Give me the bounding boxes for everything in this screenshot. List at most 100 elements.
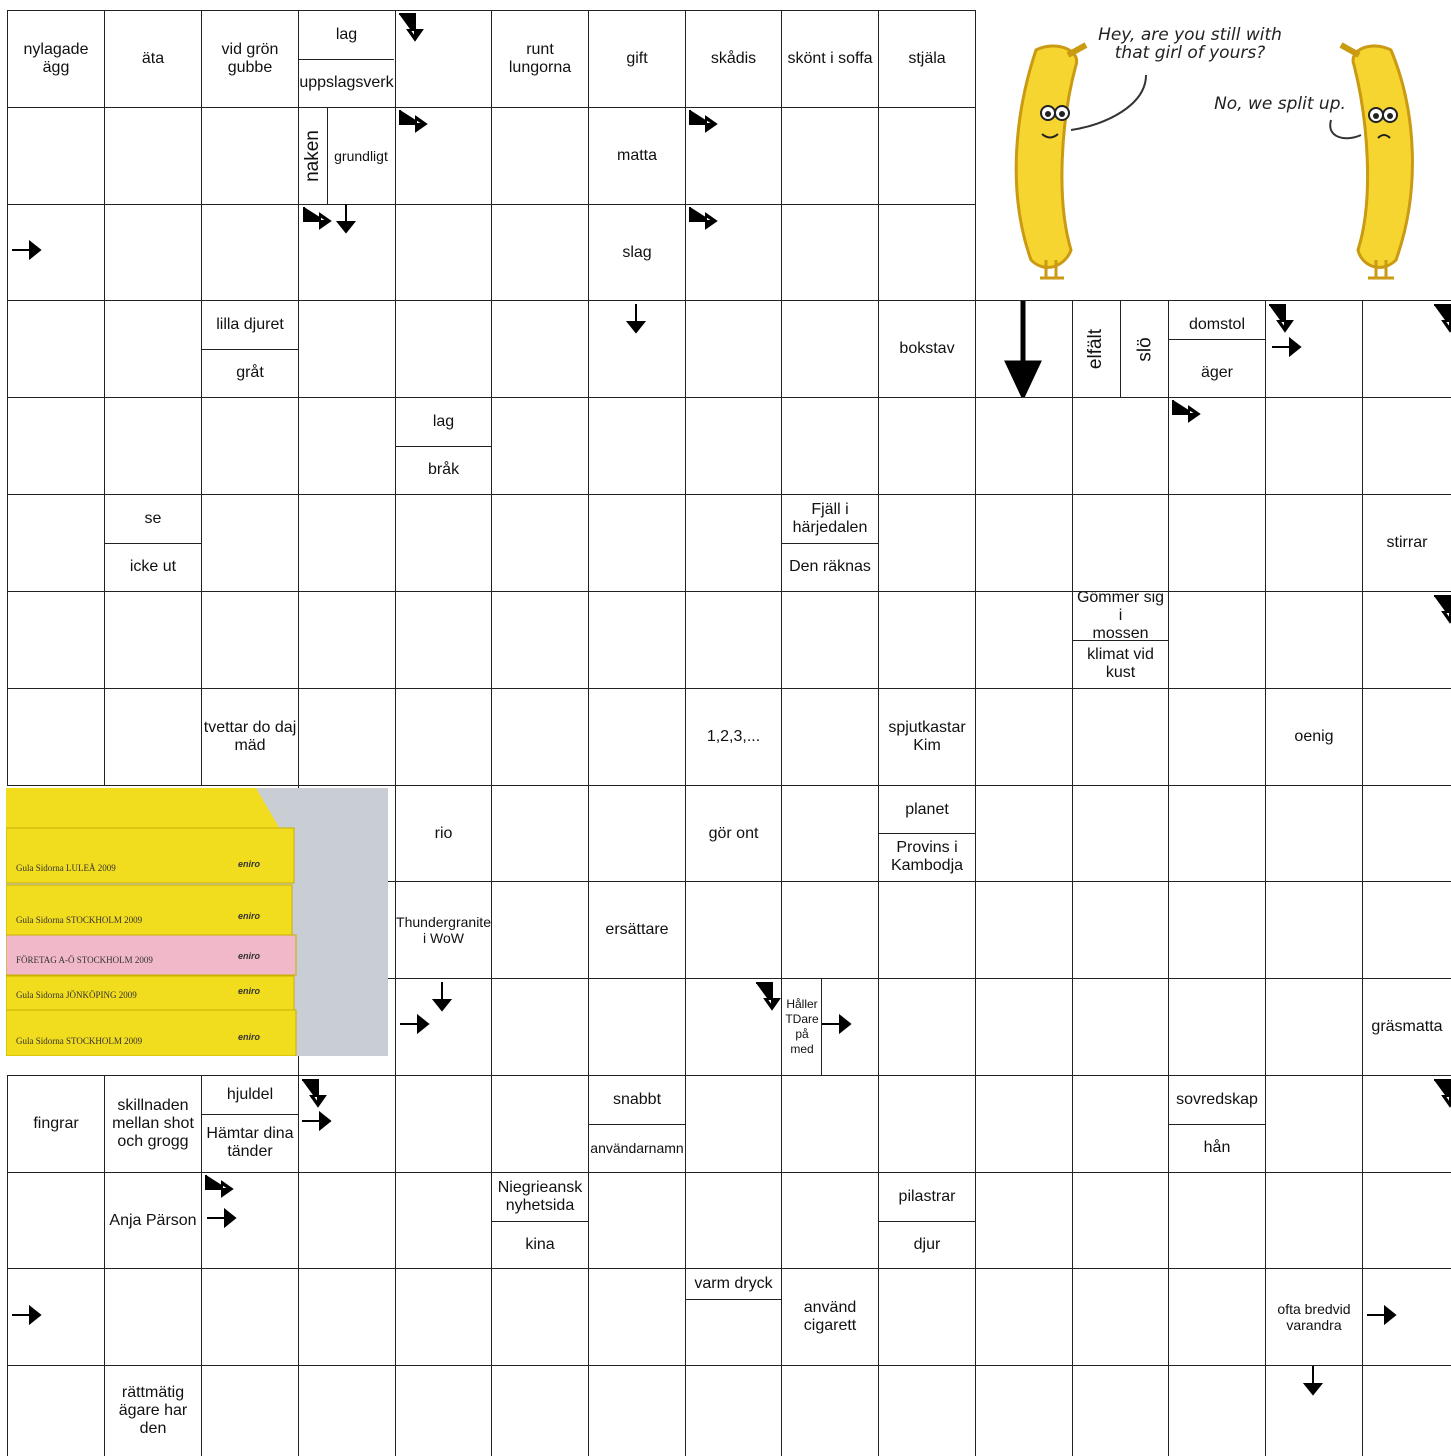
grid-line xyxy=(1168,688,1169,785)
grid-line xyxy=(588,10,685,11)
grid-line xyxy=(781,881,782,978)
grid-line xyxy=(781,494,782,591)
grid-line xyxy=(298,591,395,592)
grid-line xyxy=(104,494,201,495)
grid-line xyxy=(685,204,686,300)
grid-line xyxy=(781,1075,878,1076)
grid-line xyxy=(1168,397,1265,398)
grid-line xyxy=(588,300,685,301)
grid-line xyxy=(685,10,781,11)
down-right-arrow-icon xyxy=(689,110,718,133)
grid-line xyxy=(781,1365,878,1366)
grid-line xyxy=(1265,881,1362,882)
grid-line xyxy=(781,107,878,108)
grid-line xyxy=(685,107,781,108)
grid-line xyxy=(781,688,782,785)
grid-line xyxy=(878,1172,879,1268)
grid-line xyxy=(685,1172,781,1173)
grid-line xyxy=(201,397,202,494)
grid-line xyxy=(588,494,589,591)
clue-c30: klimat vid kust xyxy=(1073,640,1168,688)
grid-line xyxy=(1362,1268,1451,1269)
right-arrow-icon xyxy=(400,1013,430,1035)
grid-line xyxy=(685,978,781,979)
grid-line xyxy=(395,978,396,1075)
grid-line xyxy=(298,1365,299,1456)
phonebook-label: Gula Sidorna JÖNKÖPING 2009 xyxy=(16,990,137,1000)
grid-line xyxy=(201,397,298,398)
grid-line xyxy=(395,1075,491,1076)
grid-line xyxy=(1072,688,1073,785)
grid-line xyxy=(201,688,298,689)
grid-line xyxy=(588,591,685,592)
grid-line xyxy=(395,785,396,881)
grid-line xyxy=(685,397,686,494)
clue-c4: lag xyxy=(299,11,394,59)
grid-line xyxy=(491,688,588,689)
right-down-arrow-icon xyxy=(399,13,424,42)
phonebook-label: Gula Sidorna LULEÅ 2009 xyxy=(16,863,116,873)
grid-line xyxy=(298,688,395,689)
banana-illustration xyxy=(1014,42,1414,280)
grid-line xyxy=(491,494,588,495)
grid-line xyxy=(395,1172,396,1268)
grid-line xyxy=(781,688,878,689)
grid-line xyxy=(1169,339,1265,340)
grid-line xyxy=(298,494,395,495)
clue-c54: kina xyxy=(492,1221,588,1268)
grid-line xyxy=(878,1075,975,1076)
grid-line xyxy=(395,978,491,979)
grid-line xyxy=(1072,1172,1168,1173)
grid-line xyxy=(1168,300,1169,397)
grid-line xyxy=(1168,1268,1169,1365)
grid-line xyxy=(1362,688,1451,689)
grid-line xyxy=(878,1268,879,1365)
grid-line xyxy=(1362,688,1363,785)
grid-line xyxy=(588,1075,685,1076)
grid-line xyxy=(685,978,686,1075)
grid-line xyxy=(1362,1172,1363,1268)
grid-line xyxy=(588,204,589,300)
grid-line xyxy=(104,1268,201,1269)
grid-line xyxy=(879,833,975,834)
clue-c3: vid grön gubbe xyxy=(202,11,298,107)
grid-line xyxy=(201,10,298,11)
grid-line xyxy=(685,1075,686,1172)
grid-line xyxy=(298,1365,395,1366)
grid-line xyxy=(878,591,879,688)
grid-line xyxy=(1362,591,1363,688)
grid-line xyxy=(491,204,588,205)
grid-line xyxy=(298,300,299,397)
grid-line xyxy=(685,1365,686,1456)
grid-line xyxy=(7,785,298,786)
grid-line xyxy=(878,978,879,1075)
grid-line xyxy=(491,1365,492,1456)
grid-line xyxy=(491,300,492,397)
grid-line xyxy=(1362,397,1363,494)
grid-line xyxy=(975,1268,976,1365)
grid-line xyxy=(878,881,975,882)
grid-line xyxy=(685,785,781,786)
grid-line xyxy=(395,204,396,300)
clue-c43: gräsmatta xyxy=(1363,979,1451,1075)
right-down-arrow-icon xyxy=(756,982,781,1011)
clue-c36: gör ont xyxy=(686,786,781,881)
grid-line xyxy=(878,688,975,689)
grid-line xyxy=(685,881,686,978)
grid-line xyxy=(878,785,879,881)
grid-line xyxy=(298,10,299,107)
grid-line xyxy=(685,10,686,107)
grid-line xyxy=(1265,881,1266,978)
grid-line xyxy=(7,1075,298,1076)
grid-line xyxy=(1362,785,1363,881)
grid-line xyxy=(1168,688,1265,689)
grid-line xyxy=(975,494,1072,495)
right-down-arrow-icon xyxy=(1434,304,1451,333)
grid-line xyxy=(395,688,396,785)
grid-line xyxy=(1168,1268,1265,1269)
grid-line xyxy=(1265,397,1266,494)
grid-line xyxy=(1072,688,1168,689)
grid-line xyxy=(7,591,104,592)
grid-line xyxy=(298,785,395,786)
grid-line xyxy=(685,785,686,881)
